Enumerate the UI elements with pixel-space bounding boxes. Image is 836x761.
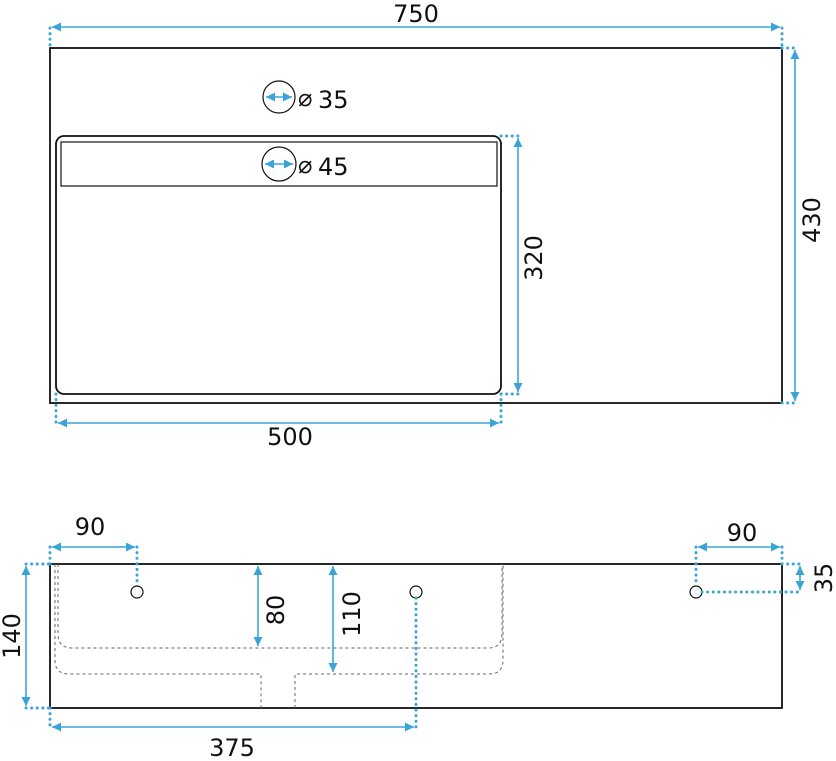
countertop-outline bbox=[49, 47, 783, 404]
dimension-430: 430 bbox=[780, 46, 826, 405]
dimension-90-left-label: 90 bbox=[75, 513, 106, 541]
basin-hidden-profile-inner bbox=[57, 564, 503, 649]
basin-overflow-strip bbox=[60, 141, 498, 187]
dimension-35-label: 35 bbox=[810, 563, 836, 594]
dimension-375: 375 bbox=[48, 596, 418, 761]
dimension-110: 110 bbox=[328, 566, 366, 672]
front-view: 140 90 90 35 80 bbox=[0, 513, 836, 761]
dimension-375-label: 375 bbox=[209, 734, 255, 761]
hole-35-diameter-symbol: ⌀ bbox=[298, 84, 312, 112]
dimension-90-left: 90 bbox=[48, 513, 139, 588]
front-center-hole bbox=[409, 585, 423, 599]
hole-45-label: 45 bbox=[318, 153, 349, 181]
drain-hole-45: ⌀ 45 bbox=[261, 146, 349, 182]
dimension-80-label: 80 bbox=[262, 595, 290, 626]
front-left-hole bbox=[130, 585, 144, 599]
dimension-35: 35 bbox=[700, 562, 836, 594]
dimension-90-right: 90 bbox=[694, 519, 784, 588]
front-outline bbox=[49, 563, 783, 709]
dimension-140: 140 bbox=[0, 562, 52, 710]
hole-35-label: 35 bbox=[318, 86, 349, 114]
dimension-320: 320 bbox=[499, 134, 548, 396]
dimension-750: 750 bbox=[48, 0, 784, 50]
top-view: ⌀ 35 ⌀ 45 750 430 320 bbox=[48, 0, 826, 451]
dimension-500: 500 bbox=[54, 392, 503, 451]
dimension-500-label: 500 bbox=[267, 423, 313, 451]
tap-hole-35: ⌀ 35 bbox=[262, 80, 349, 114]
dimension-430-label: 430 bbox=[798, 197, 826, 243]
front-right-hole bbox=[689, 585, 703, 599]
dimension-750-label: 750 bbox=[393, 0, 439, 28]
dimension-80: 80 bbox=[253, 566, 290, 646]
dimension-320-label: 320 bbox=[520, 235, 548, 281]
dimension-140-label: 140 bbox=[0, 613, 26, 659]
basin-outline bbox=[55, 135, 502, 395]
hole-45-diameter-symbol: ⌀ bbox=[298, 151, 312, 179]
basin-hidden-profile-outer bbox=[54, 564, 504, 708]
dimension-110-label: 110 bbox=[338, 591, 366, 637]
dimension-90-right-label: 90 bbox=[727, 519, 758, 547]
